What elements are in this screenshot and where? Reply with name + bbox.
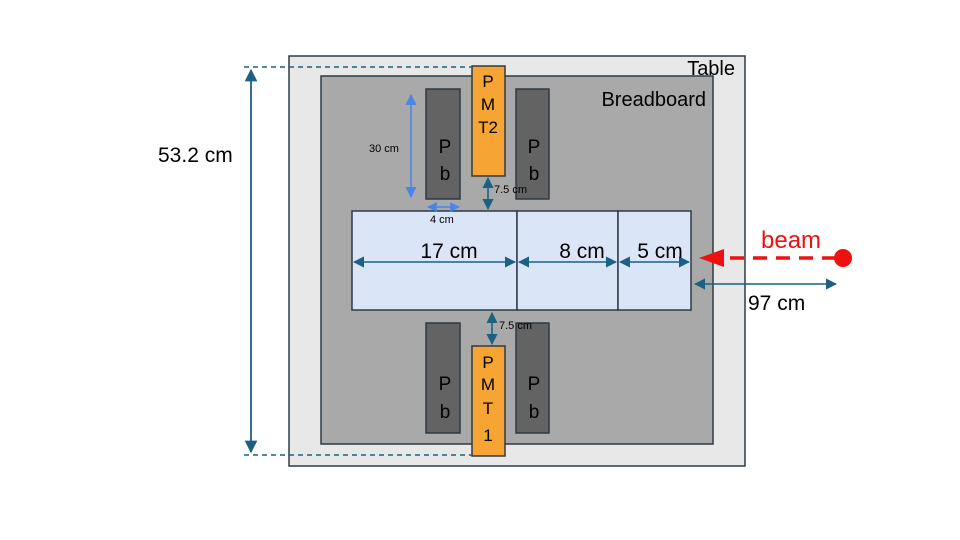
table-label: Table [687,58,735,80]
dim-label-17cm: 17 cm [420,240,477,263]
lead-block-bottom-left [425,322,461,434]
dim-label-8cm: 8 cm [559,240,605,263]
lead-label-bottom-left-1: P [439,374,452,395]
lead-label-bottom-right-1: P [528,374,541,395]
pmt-top-label-2: M [481,95,495,114]
lead-label-bottom-left-2: b [440,402,451,423]
pmt-top-label-1: P [482,72,493,91]
dim-label-gap-bottom: 7.5 cm [499,320,532,332]
dim-label-pb-width: 4 cm [430,214,454,226]
lead-block-bottom-right [515,322,550,434]
lead-label-bottom-right-2: b [529,402,540,423]
lead-label-top-right-1: P [528,137,541,158]
dim-label-gap-top: 7.5 cm [494,184,527,196]
pmt-top [471,65,506,177]
pmt-bottom-label-4: 1 [483,426,492,445]
breadboard-label: Breadboard [601,89,706,111]
lead-block-top-left [425,88,461,200]
pmt-top-label-3: T2 [478,118,498,137]
dim-label-5cm: 5 cm [637,240,683,263]
pmt-bottom-label-3: T [483,399,493,418]
dim-label-pb-height: 30 cm [369,143,399,155]
pmt-bottom [471,345,506,457]
lead-label-top-right-2: b [529,164,540,185]
dim-label-height: 53.2 cm [158,144,233,167]
pmt-bottom-label-2: M [481,375,495,394]
lead-block-top-right [515,88,550,200]
beam-label: beam [761,227,821,254]
pmt-bottom-label-1: P [482,353,493,372]
lead-label-top-left-1: P [439,137,452,158]
lead-label-top-left-2: b [440,164,451,185]
dim-label-beam-distance: 97 cm [748,292,805,315]
beam-arrowhead [699,249,724,267]
beam-source-dot [834,249,852,267]
